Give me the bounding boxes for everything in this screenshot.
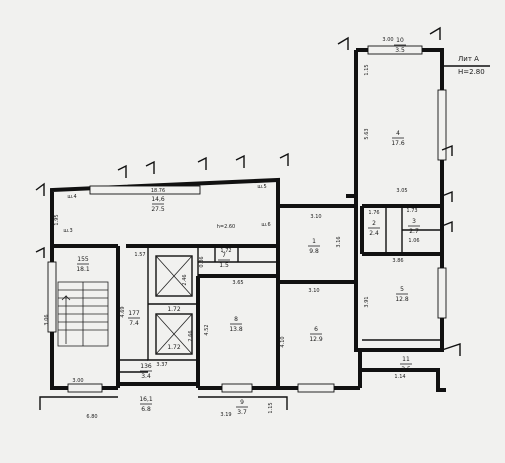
dimension-label: 1.72 <box>220 248 231 254</box>
room-area: 2.7 <box>409 228 419 235</box>
room-area: 3.5 <box>395 47 405 54</box>
room-number: 177 <box>128 310 140 317</box>
room-number: 14,6 <box>151 196 165 203</box>
room-area: 12.9 <box>309 336 323 343</box>
dimension-label: 1.57 <box>134 252 145 258</box>
room-area: 12.8 <box>395 296 409 303</box>
dimension-label: 0.86 <box>199 256 205 267</box>
dimension-label: 2.66 <box>188 330 194 341</box>
room-area: 3.4 <box>141 373 151 380</box>
room-number: 1 <box>312 238 316 245</box>
dimension-label: ш.3 <box>63 228 72 234</box>
room-area: 9.8 <box>309 248 319 255</box>
room-area: 1.5 <box>219 262 229 269</box>
axis-height: H=2.80 <box>458 68 485 76</box>
dimension-label: 3.16 <box>336 236 342 247</box>
room-area: 17.6 <box>391 140 405 147</box>
dimension-label: 1.15 <box>364 64 370 75</box>
room-area: 27.5 <box>151 206 165 213</box>
dimension-label: 5.63 <box>364 128 370 139</box>
room-number: 11 <box>402 356 410 363</box>
dimension-label: 3.86 <box>392 258 403 264</box>
room-area: 6.8 <box>141 406 151 413</box>
dimension-label: 3.91 <box>364 296 370 307</box>
dimension-label: 4.69 <box>120 306 126 317</box>
inner-walls <box>52 204 442 388</box>
room-area: 1.72 <box>167 344 181 351</box>
dimension-label: 3.06 <box>44 314 50 325</box>
room-number: 7 <box>222 252 226 259</box>
dimension-labels: 3.00 1.15 5.63 3.05 18.76 1.95 ш.4 ш.5 ш.6 ш.3 h=2… <box>44 37 420 420</box>
room-area: 3.5 <box>401 366 411 373</box>
dimension-label: 1.06 <box>408 238 419 244</box>
room-number: 16,1 <box>139 396 153 403</box>
windows <box>47 45 447 393</box>
dimension-label: 3.00 <box>382 37 393 43</box>
room-area: 18.1 <box>76 266 90 273</box>
room-area: 13.8 <box>229 326 243 333</box>
dimension-label: 1.15 <box>268 402 274 413</box>
dimension-label: 1.95 <box>54 214 60 225</box>
room-area: 3.7 <box>237 409 247 416</box>
dimension-label: ш.6 <box>261 222 270 228</box>
dimension-label: 3.37 <box>156 362 167 368</box>
room-number: 5 <box>400 286 404 293</box>
room-area: 1.72 <box>167 306 181 313</box>
dimension-label: ш.4 <box>67 194 76 200</box>
room-number: 2 <box>372 220 376 227</box>
room-area: 7.4 <box>129 320 139 327</box>
room-number: 3 <box>412 218 416 225</box>
dimension-label: 3.10 <box>310 214 321 220</box>
staircase <box>57 281 109 347</box>
room-number: 10 <box>396 37 404 44</box>
room-number: 136 <box>140 363 152 370</box>
axis-label: Лит А H=2.80 <box>458 55 485 76</box>
dimension-label: h=2.60 <box>217 224 236 230</box>
room-number: 4 <box>396 130 400 137</box>
lift-shafts <box>155 255 193 355</box>
dimension-label: 3.05 <box>396 188 407 194</box>
dimension-label: 3.00 <box>72 378 83 384</box>
axis-ticks <box>35 26 490 356</box>
dimension-label: 2.46 <box>182 274 188 285</box>
dimension-label: 4.52 <box>204 324 210 335</box>
dimension-label: 6.80 <box>86 414 97 420</box>
room-area: 2.4 <box>369 230 379 237</box>
dimension-label: 1.73 <box>406 208 417 214</box>
dimension-label: 1.14 <box>394 374 405 380</box>
dimension-label: 18.76 <box>151 188 165 194</box>
room-number: 6 <box>314 326 318 333</box>
room-number: 155 <box>77 256 89 263</box>
room-number: 9 <box>240 399 244 406</box>
dimension-label: 3.10 <box>308 288 319 294</box>
dimension-label: 3.19 <box>220 412 231 418</box>
dimension-label: 3.65 <box>232 280 243 286</box>
room-labels: 10 3.5 4 17.6 14,6 27.5 1 9.8 2 2.4 3 2.7 5 12.8 155 18… <box>76 37 420 416</box>
dimension-label: 4.10 <box>280 336 286 347</box>
axis-name: Лит А <box>458 55 479 63</box>
dimension-label: ш.5 <box>257 184 266 190</box>
room-number: 8 <box>234 316 238 323</box>
dimension-label: 1.76 <box>368 210 379 216</box>
